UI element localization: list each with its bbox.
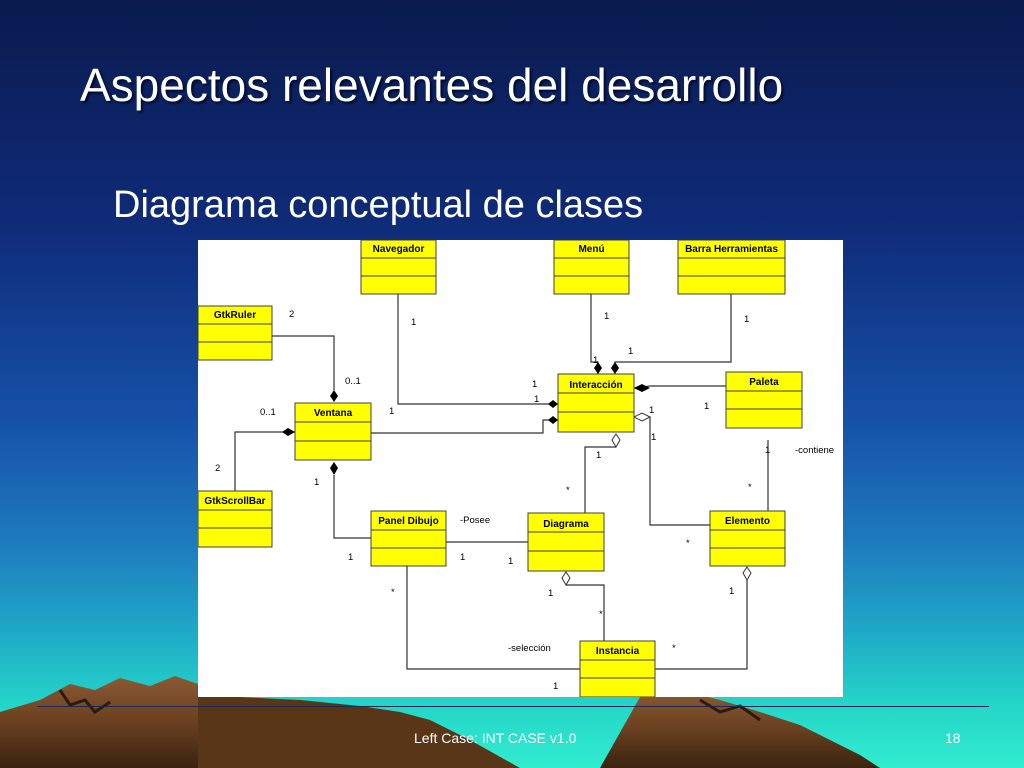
slide-subtitle: Diagrama conceptual de clases	[113, 184, 643, 227]
class-barra-herramientas: Barra Herramientas	[678, 240, 785, 294]
label-win-p1: 1	[314, 477, 319, 488]
label-posee: -Posee	[460, 515, 490, 526]
assoc-gtkruler-ventana	[272, 336, 334, 390]
label-diag-i1: 1	[548, 588, 553, 599]
label-panel-star: *	[391, 587, 395, 598]
assoc-barra-interaccion	[615, 294, 731, 374]
label-pal-c1: 1	[765, 445, 770, 456]
assoc-interaccion-elemento	[650, 417, 710, 525]
class-menu: Menú	[554, 240, 629, 294]
label-panel-1: 1	[348, 552, 353, 563]
label-posee-1: 1	[460, 552, 465, 563]
aggregation-diamond-diagrama	[612, 434, 620, 447]
class-name-ventana: Ventana	[314, 408, 353, 419]
class-elemento: Elemento	[710, 511, 785, 566]
class-gtkscrollbar: GtkScrollBar	[198, 491, 272, 547]
composition-diamond-ventana-int	[548, 416, 558, 424]
aggregation-diamond-instancia-diag	[562, 572, 570, 585]
class-name-gtkscrollbar: GtkScrollBar	[204, 496, 265, 507]
label-scroll-2: 2	[215, 463, 220, 474]
label-inst-1: 1	[553, 681, 558, 692]
label-win-01: 0..1	[260, 407, 276, 418]
label-paleta-1: 1	[704, 401, 709, 412]
uml-class-diagram: Navegador Menú Barra Herramientas GtkRul…	[198, 240, 843, 697]
label-diag-1: 1	[508, 556, 513, 567]
assoc-gtkscrollbar-ventana	[235, 432, 295, 491]
class-name-diagrama: Diagrama	[543, 519, 589, 530]
label-elem-star: *	[748, 482, 752, 493]
class-name-navegador: Navegador	[373, 244, 425, 255]
class-name-instancia: Instancia	[596, 646, 640, 657]
label-contiene: -contiene	[795, 445, 834, 456]
label-inst-star2: *	[672, 643, 676, 654]
label-seleccion: -selección	[508, 643, 551, 654]
label-menu-1: 1	[604, 311, 609, 322]
class-diagrama: Diagrama	[528, 513, 604, 571]
class-interaccion: Interacción	[558, 374, 634, 432]
label-int-e1: 1	[651, 432, 656, 443]
composition-diamond-panel	[330, 462, 338, 475]
aggregation-diamond-elemento	[634, 413, 650, 421]
class-name-gtkruler: GtkRuler	[214, 310, 256, 321]
association-labels: 1 1 1 2 0..1 1 1 1 1 0..1 1 1 1 1 -conti…	[215, 309, 834, 692]
label-elem-i1: 1	[729, 586, 734, 597]
composition-diamond-paleta	[634, 384, 650, 392]
class-name-menu: Menú	[578, 244, 604, 255]
label-inst-star: *	[599, 609, 603, 620]
assoc-ventana-interaccion	[371, 420, 558, 433]
class-gtkruler: GtkRuler	[198, 306, 272, 360]
composition-diamond-scroll	[282, 428, 295, 436]
class-diagram-panel: Navegador Menú Barra Herramientas GtkRul…	[198, 240, 843, 697]
composition-diamond-navegador	[548, 400, 558, 408]
class-navegador: Navegador	[361, 240, 436, 294]
label-int-d1: 1	[596, 450, 601, 461]
label-nav-1: 1	[411, 317, 416, 328]
label-ruler-2: 2	[289, 309, 294, 320]
page-number: 18	[945, 730, 961, 746]
label-win-1: 1	[389, 406, 394, 417]
class-name-elemento: Elemento	[725, 516, 770, 527]
aggregation-diamond-instancia-elem	[743, 567, 751, 580]
label-barra-1: 1	[744, 314, 749, 325]
label-int-m1: 1	[593, 355, 598, 366]
slide-title: Aspectos relevantes del desarrollo	[80, 58, 783, 112]
label-int-b1: 1	[628, 346, 633, 357]
assoc-ventana-paneldibujo	[334, 475, 371, 538]
assoc-paneldibujo-instancia	[407, 566, 580, 669]
class-name-interaccion: Interacción	[569, 380, 622, 391]
label-ruler-01: 0..1	[345, 376, 361, 387]
footer-text: Left Case: INT CASE v1.0	[414, 730, 576, 746]
class-paleta: Paleta	[726, 372, 802, 428]
class-name-panel-dibujo: Panel Dibujo	[378, 516, 439, 527]
class-panel-dibujo: Panel Dibujo	[371, 511, 446, 566]
label-elem-star2: *	[686, 538, 690, 549]
label-int-n1: 1	[532, 379, 537, 390]
class-name-paleta: Paleta	[749, 377, 779, 388]
composition-diamond-barra	[611, 362, 619, 374]
label-int-v1: 1	[534, 394, 539, 405]
label-diag-star: *	[566, 485, 570, 496]
footer-divider	[37, 706, 989, 707]
class-ventana: Ventana	[295, 403, 371, 460]
label-int-p1: 1	[649, 405, 654, 416]
class-instancia: Instancia	[580, 641, 655, 697]
composition-diamond-ruler	[330, 390, 338, 402]
class-name-barra: Barra Herramientas	[685, 244, 778, 255]
